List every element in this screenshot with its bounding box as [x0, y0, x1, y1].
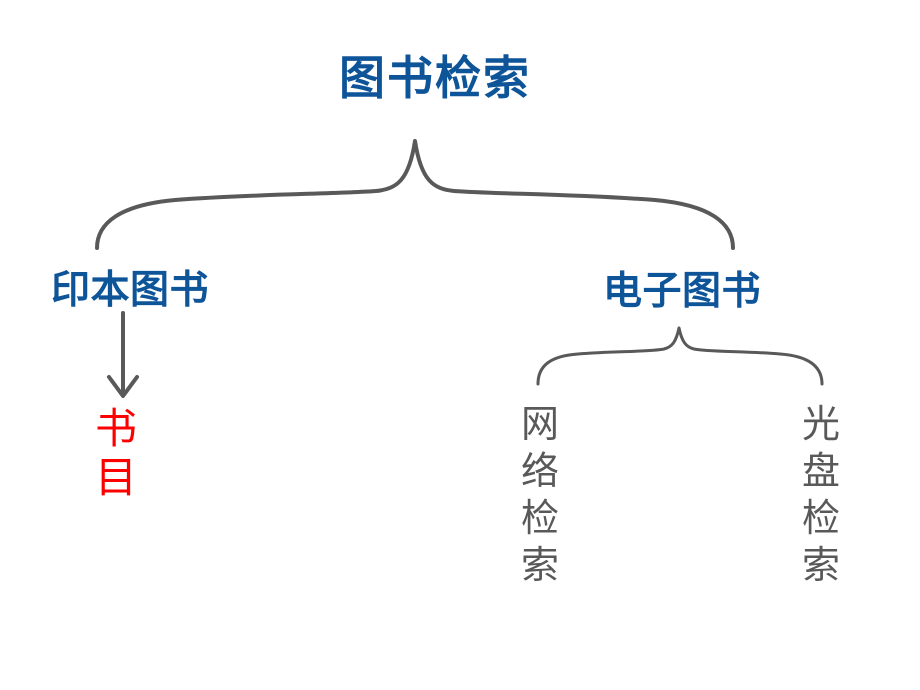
electronic-brace [536, 326, 824, 386]
node-network-search: 网 络 检 索 [520, 404, 559, 587]
root-brace [95, 139, 735, 250]
node-print-books: 印本图书 [51, 269, 210, 312]
node-cdrom-search: 光 盘 检 索 [801, 404, 840, 587]
print-to-catalog-arrow [107, 311, 139, 398]
diagram-title: 图书检索 [339, 52, 531, 104]
node-electronic-books: 电子图书 [603, 270, 762, 313]
node-catalog: 书 目 [94, 407, 137, 502]
